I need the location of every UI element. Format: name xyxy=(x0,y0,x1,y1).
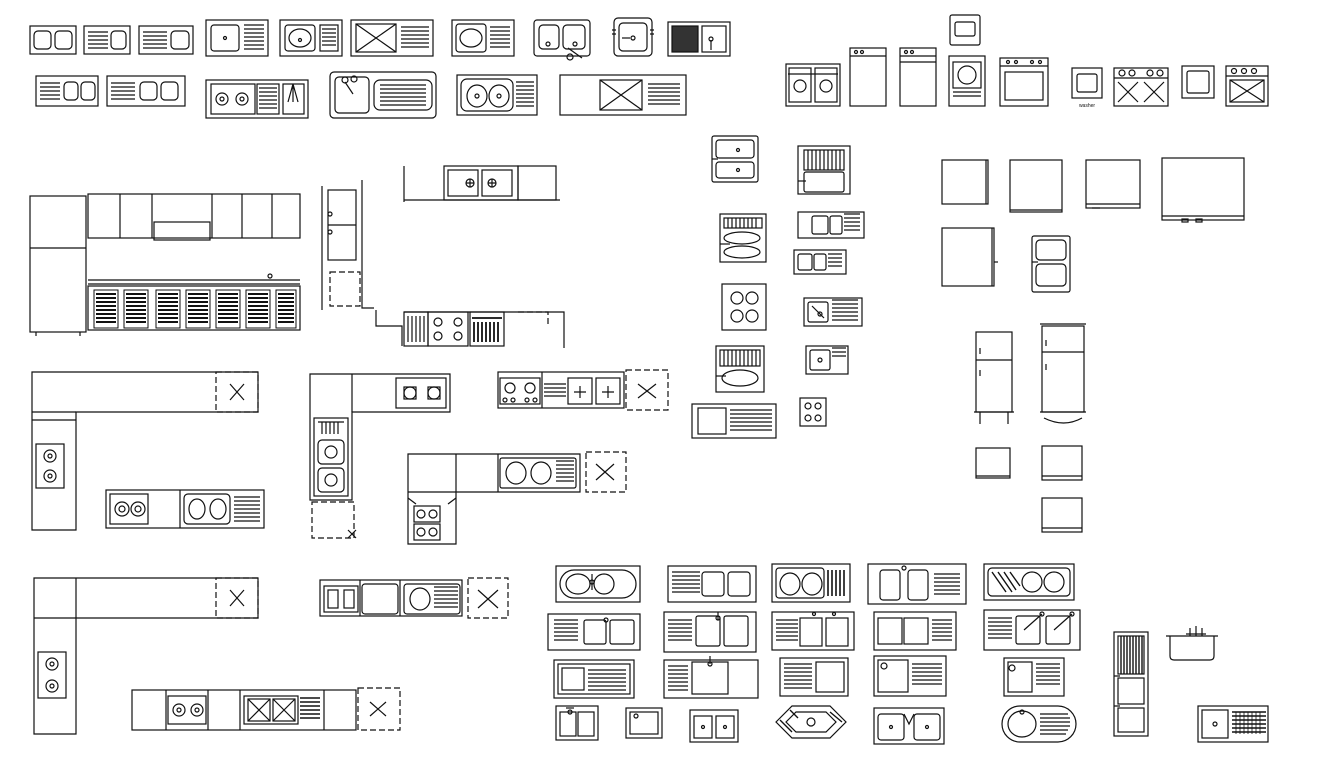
sink-oval-double-a xyxy=(555,565,641,603)
refrigerator-b xyxy=(1040,323,1086,424)
cabinet-d xyxy=(941,227,998,287)
sink-drainboard-double-a xyxy=(83,25,131,55)
cabinet-e xyxy=(975,447,1011,479)
kitchen-elevation xyxy=(29,193,301,336)
sink-corner-drain-b xyxy=(559,74,687,116)
sink-small-drain-a xyxy=(797,211,865,239)
sink-double-vertical xyxy=(711,135,759,183)
sink-corner-diamond xyxy=(775,705,847,739)
sink-single-drainboard-d xyxy=(329,71,437,119)
sink-triple-drain-b xyxy=(106,75,186,107)
microwave-small xyxy=(949,14,981,46)
washer-double xyxy=(785,63,841,107)
sink-double-bowl-small xyxy=(29,25,77,55)
dishwasher-b xyxy=(899,47,937,107)
sink-single-drain-j xyxy=(1197,705,1269,743)
sink-triple-c xyxy=(771,611,855,651)
sink-round-drain xyxy=(715,345,765,393)
sink-double-oval xyxy=(456,74,538,116)
refrigerator-a xyxy=(974,331,1014,424)
cabinet-a xyxy=(941,159,989,205)
cabinet-large xyxy=(1161,157,1245,223)
cooktop-four-burner-a xyxy=(721,283,767,331)
sink-triple-e xyxy=(983,609,1081,651)
sink-triple-drain-a xyxy=(35,75,99,107)
l-kitchen-plan-d xyxy=(33,577,401,735)
sink-vertical-drain-a xyxy=(797,145,851,195)
hob-sink-combo xyxy=(205,79,309,119)
sink-small-a xyxy=(555,705,599,741)
l-kitchen-plan-a xyxy=(31,371,265,531)
cooktop-sink-corner-b xyxy=(1225,65,1269,107)
sink-square-single xyxy=(612,17,654,57)
cabinet-b xyxy=(1009,159,1063,213)
sink-single-drain-f xyxy=(663,656,759,699)
cooktop-four-burner-b xyxy=(799,397,827,427)
sink-small-drain-b xyxy=(793,249,847,275)
sink-double-drain-a xyxy=(667,565,757,603)
washer-square xyxy=(1181,65,1215,99)
washer-top: washer xyxy=(1071,67,1103,109)
dishwasher-a xyxy=(849,47,887,107)
galley-plan xyxy=(321,165,565,348)
sink-double-drain-c xyxy=(867,563,967,605)
sink-double-drain-d xyxy=(983,563,1075,601)
sink-triple-a xyxy=(547,613,641,651)
sink-triple-b xyxy=(663,611,757,653)
sink-single-drainboard-a xyxy=(205,19,269,57)
sink-long-drain xyxy=(691,403,777,439)
washer-label: washer xyxy=(1079,103,1095,109)
cabinet-g xyxy=(1041,497,1083,533)
sink-small-square xyxy=(805,345,849,375)
sink-round-double xyxy=(719,213,767,263)
sink-drainboard-double-b xyxy=(138,25,194,55)
sink-single-drain-g xyxy=(779,657,849,697)
sink-small-drain-c xyxy=(803,297,863,327)
sink-corner-double xyxy=(873,707,945,745)
sink-double-bowl-tap xyxy=(533,19,591,61)
cooktop-sink-corner-a xyxy=(1113,67,1169,107)
sink-drainboard-dark xyxy=(667,21,731,57)
sink-single-drainboard-b xyxy=(279,19,343,57)
cabinet-c xyxy=(1085,159,1141,209)
sink-oval-single xyxy=(1001,705,1077,743)
sink-square-double-vertical xyxy=(1031,235,1071,293)
oven-range xyxy=(999,57,1049,107)
sink-triple-d xyxy=(873,611,957,651)
washing-machine xyxy=(948,55,986,107)
sink-double-drain-b xyxy=(771,563,851,603)
sink-single-drain-i xyxy=(1003,657,1065,697)
sink-elevation xyxy=(1166,626,1218,661)
sink-corner-drain-a xyxy=(350,19,434,57)
tall-unit-dark xyxy=(1113,631,1149,737)
straight-plan-a xyxy=(497,369,669,411)
sink-small-b xyxy=(625,707,663,739)
sink-small-double-c xyxy=(689,709,739,743)
cabinet-f xyxy=(1041,445,1083,481)
l-kitchen-plan-b xyxy=(309,373,451,539)
l-kitchen-plan-c xyxy=(407,451,627,545)
sink-single-drain-e xyxy=(553,659,635,699)
straight-plan-b xyxy=(319,577,509,619)
sink-single-drain-h xyxy=(873,655,947,697)
sink-single-drainboard-c xyxy=(451,19,515,57)
